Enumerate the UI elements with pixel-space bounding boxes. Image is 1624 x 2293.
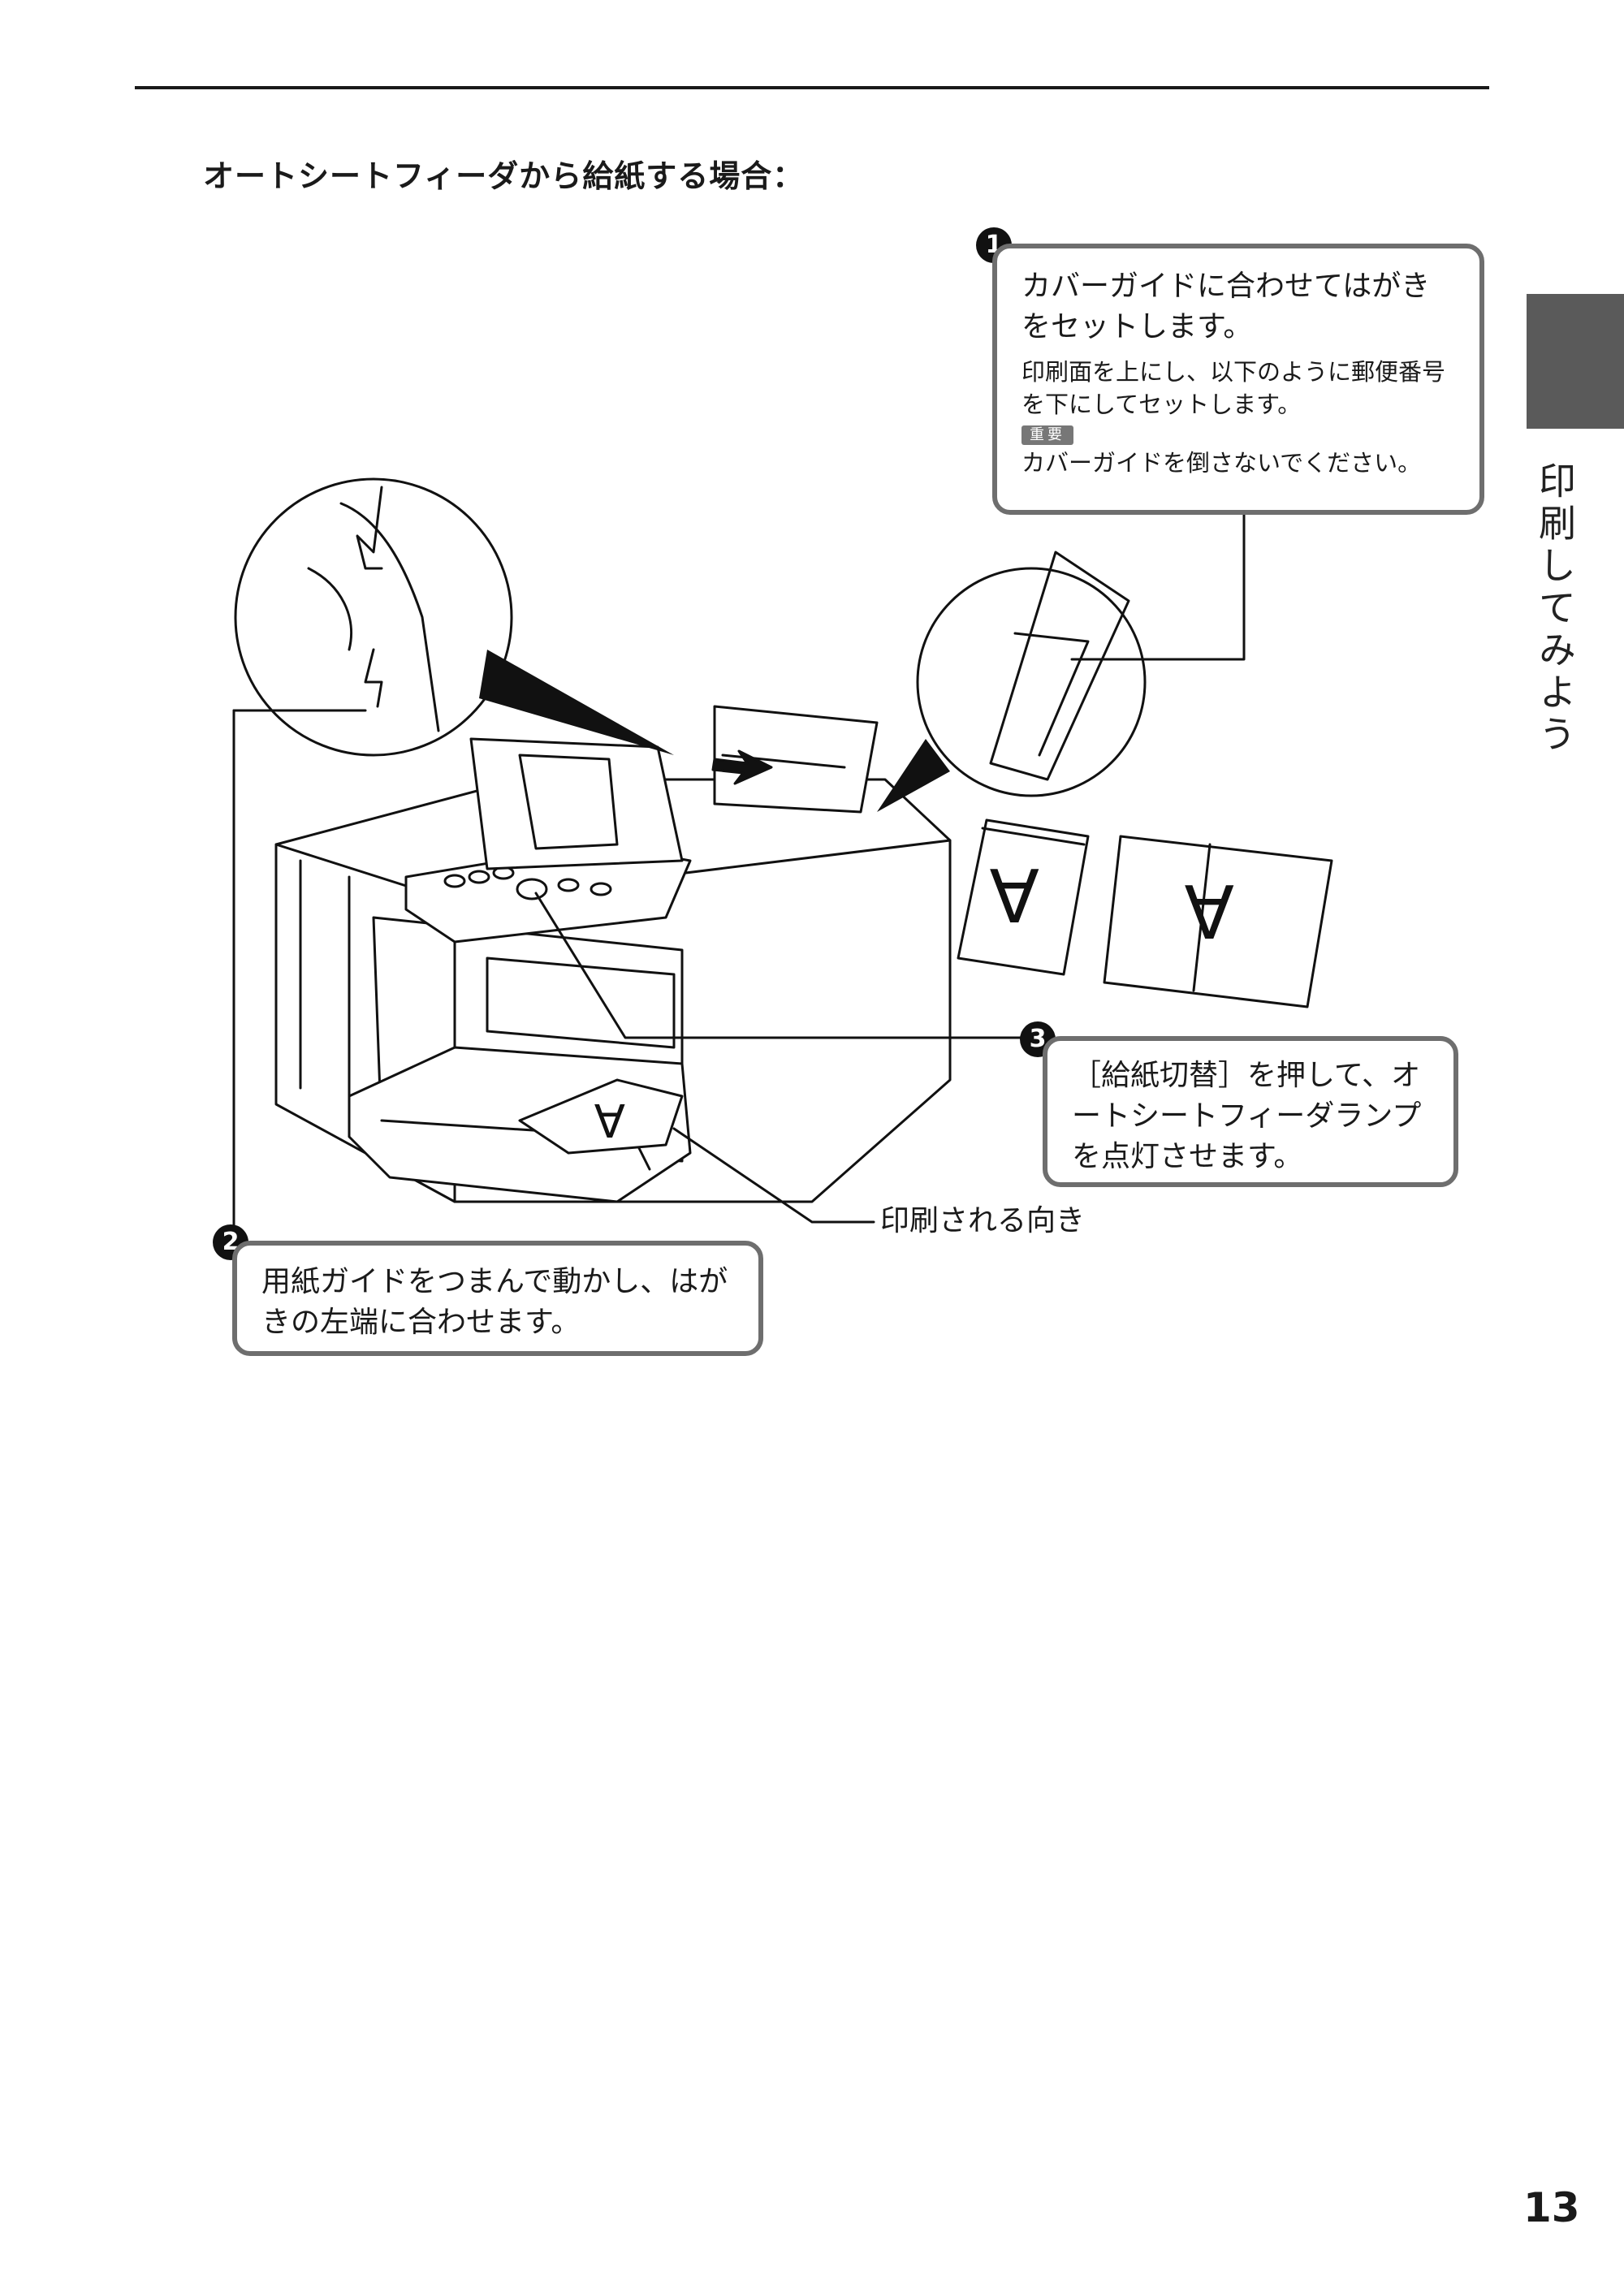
page-number: 13 [1523,2184,1580,2231]
svg-text:A: A [594,1093,625,1146]
step-1-instruction: カバーガイドに合わせてはがきをセットします。 [1021,270,1431,343]
svg-text:A: A [989,851,1039,936]
step-2-instruction: 用紙ガイドをつまんで動かし、はがきの左端に合わせます。 [261,1265,728,1339]
important-badge-row: 重要 [1021,425,1458,445]
step-3-instruction: ［給紙切替］を押して、オートシートフィーダランプを点灯させます。 [1072,1059,1422,1173]
section-heading: オートシートフィーダから給紙する場合： [203,158,805,194]
step-1-callout: カバーガイドに合わせてはがきをセットします。 印刷面を上にし、以下のように郵便番… [992,244,1484,515]
step-1-note: カバーガイドを倒さないでください。 [1021,449,1422,477]
print-direction-label: 印刷される向き [880,1204,1086,1237]
step-1-detail: 印刷面を上にし、以下のように郵便番号を下にしてセットします。 [1021,358,1446,418]
step-3-callout: ［給紙切替］を押して、オートシートフィーダランプを点灯させます。 [1043,1036,1458,1187]
step-2-callout: 用紙ガイドをつまんで動かし、はがきの左端に合わせます。 [232,1241,763,1356]
important-badge: 重要 [1021,425,1073,445]
header-rule [135,86,1489,89]
chapter-title: 印刷してみよう [1533,461,1577,757]
svg-text:A: A [1184,867,1234,952]
chapter-tab-marker [1527,294,1624,429]
